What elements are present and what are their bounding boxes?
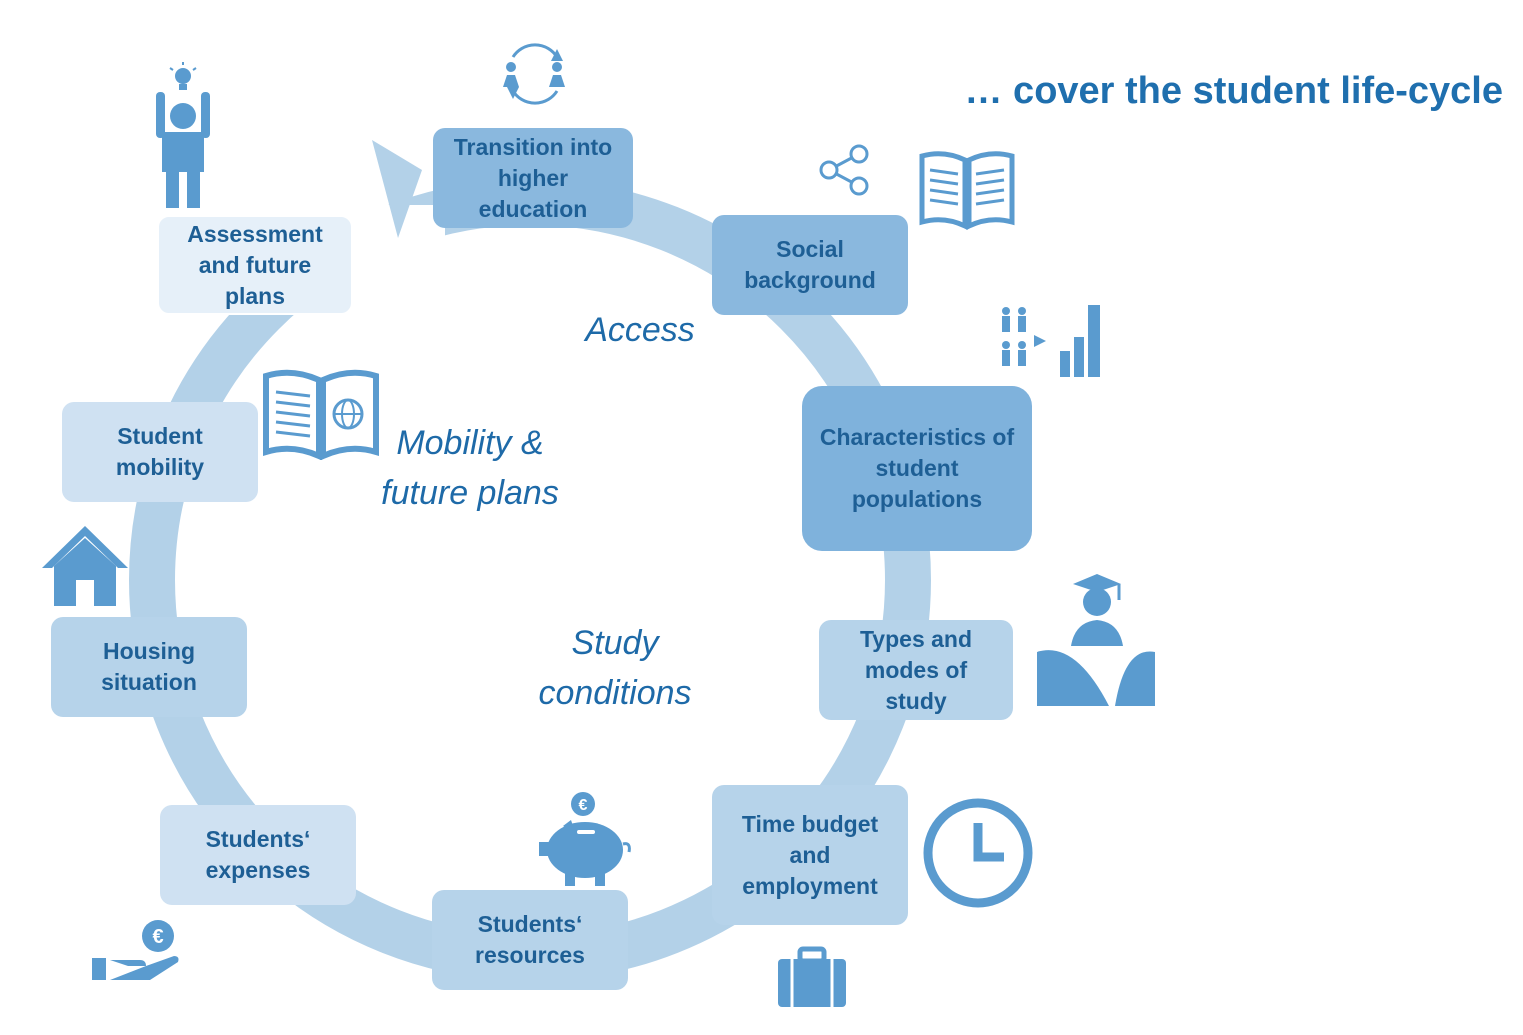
briefcase-icon — [778, 946, 846, 1007]
stage-resources: Students‘ resources — [432, 890, 628, 990]
passport-book-icon — [263, 369, 379, 460]
idea-person-icon — [156, 62, 210, 208]
svg-text:€: € — [579, 797, 588, 814]
stage-expenses-label: Students‘ expenses — [205, 826, 311, 883]
stage-housing-label: Housing situation — [101, 638, 197, 695]
stage-assessment-label: Assessment and future plans — [187, 220, 323, 309]
svg-text:€: € — [152, 926, 163, 948]
stage-types-modes: Types and modes of study — [819, 620, 1013, 720]
stage-mobility-label: Student mobility — [115, 423, 205, 480]
cycle-arrow-head — [372, 140, 422, 238]
stage-transition: Transition into higher education — [433, 128, 633, 228]
phase-access: Access — [585, 311, 695, 349]
graduate-icon — [1037, 574, 1155, 706]
population-chart-icon — [1002, 305, 1100, 377]
stage-types-label: Types and modes of study — [859, 625, 973, 714]
share-icon — [819, 144, 869, 196]
exchange-people-icon — [503, 43, 565, 105]
stage-time-label: Time budget and employment — [741, 810, 879, 899]
hand-euro-icon: € — [92, 920, 179, 980]
stage-time-budget: Time budget and employment — [712, 785, 908, 925]
stage-transition-label: Transition into higher education — [453, 133, 613, 222]
phase-mobility: Mobility & future plans — [381, 424, 559, 512]
headline: … cover the student life-cycle — [964, 70, 1504, 112]
clock-icon — [923, 798, 1033, 908]
open-book-icon — [919, 151, 1015, 230]
stage-housing: Housing situation — [51, 617, 247, 717]
stage-expenses: Students‘ expenses — [160, 805, 356, 905]
phase-study: Study conditions — [538, 624, 692, 712]
stage-social-background: Social background — [712, 215, 908, 315]
stage-characteristics: Characteristics of student populations — [802, 386, 1032, 551]
stage-social-label: Social background — [744, 236, 876, 293]
stage-mobility: Student mobility — [62, 402, 258, 502]
stage-resources-label: Students‘ resources — [475, 911, 585, 968]
stage-assessment: Assessment and future plans — [157, 215, 353, 315]
piggy-bank-euro-icon: € — [539, 792, 631, 886]
house-icon — [42, 526, 128, 606]
stage-characteristics-label: Characteristics of student populations — [819, 424, 1015, 512]
